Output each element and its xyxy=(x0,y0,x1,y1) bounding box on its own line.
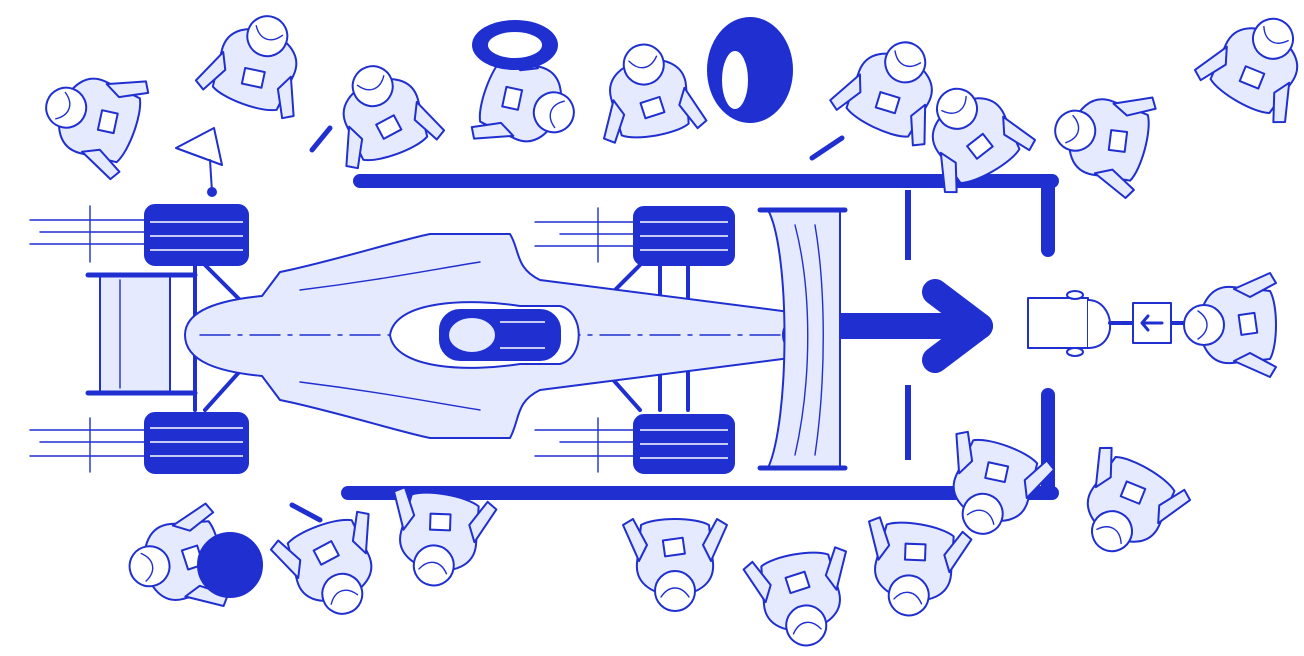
signal-board xyxy=(175,127,223,197)
rear-left-tyre xyxy=(144,204,249,266)
rear-right-tyre xyxy=(144,412,249,474)
crew-member xyxy=(267,507,400,632)
front-wing xyxy=(757,207,848,471)
speed-lines-rear xyxy=(29,205,641,473)
driver-helmet xyxy=(447,316,497,354)
crew-member xyxy=(315,48,448,173)
crew-member xyxy=(378,484,499,596)
pit-box-lines xyxy=(341,174,1059,500)
crew-member xyxy=(588,34,709,146)
crew-group-top xyxy=(28,0,1304,201)
race-car xyxy=(29,204,848,474)
wheel-gun xyxy=(289,125,845,523)
spare-tyre xyxy=(472,20,558,70)
crew-member xyxy=(853,514,974,626)
front-left-tyre xyxy=(633,206,735,266)
crew-member xyxy=(1190,0,1304,129)
crew-member xyxy=(28,50,153,183)
crew-member xyxy=(1041,74,1160,201)
front-jack xyxy=(1027,290,1192,357)
rear-wing xyxy=(85,272,198,396)
jack-operator xyxy=(1183,272,1277,378)
front-right-tyre xyxy=(633,414,735,474)
cockpit xyxy=(389,301,580,369)
crew-member xyxy=(622,518,728,612)
spare-tyre xyxy=(707,17,793,123)
crew-helmet-dark xyxy=(197,532,263,598)
crew-member xyxy=(1055,441,1195,576)
car-sidepod-lines xyxy=(299,261,481,411)
crew-member xyxy=(192,0,325,123)
crew-member xyxy=(741,544,862,656)
jack-arrow-icon xyxy=(1140,314,1164,332)
